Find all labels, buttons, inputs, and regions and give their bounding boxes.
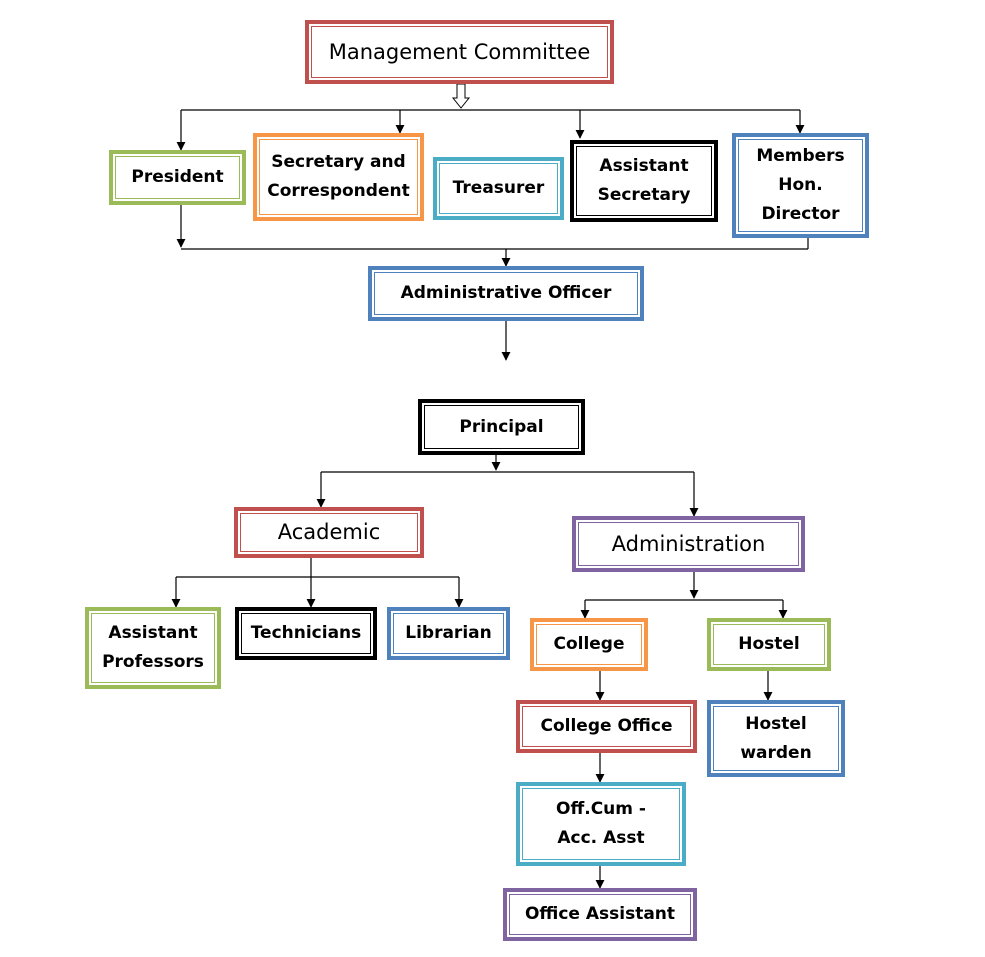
node-principal: Principal <box>418 399 585 455</box>
node-label: Hostel <box>738 634 800 654</box>
node-label: College <box>553 634 625 654</box>
node-secretary-and-correspondent: Secretary and Correspondent <box>253 133 424 221</box>
node-label: Administrative Officer <box>400 283 612 303</box>
node-label: Principal <box>459 416 544 437</box>
node-management-committee: Management Committee <box>305 20 614 84</box>
hollow-arrow <box>451 83 471 109</box>
node-label: Assistant Professors <box>102 623 204 672</box>
node-label: College Office <box>540 716 673 736</box>
node-hostel-warden: Hostel warden <box>707 700 845 777</box>
node-label: Hostel warden <box>740 713 812 763</box>
node-assistant-secretary: Assistant Secretary <box>570 140 718 222</box>
node-off-cum-acc-asst: Off.Cum - Acc. Asst <box>516 782 686 866</box>
node-label: Technicians <box>250 623 362 643</box>
node-label: Office Assistant <box>524 904 676 924</box>
node-label: Treasurer <box>452 178 545 198</box>
node-college-office: College Office <box>516 700 697 753</box>
node-label: Members Hon. Director <box>756 146 845 224</box>
node-label: President <box>131 167 224 187</box>
node-assistant-professors: Assistant Professors <box>85 607 221 689</box>
node-label: Librarian <box>405 623 492 643</box>
node-hostel: Hostel <box>707 618 831 671</box>
node-treasurer: Treasurer <box>433 157 564 220</box>
node-label: Academic <box>277 520 381 544</box>
node-office-assistant: Office Assistant <box>503 888 697 941</box>
node-label: Administration <box>611 531 766 556</box>
node-label: Assistant Secretary <box>597 156 691 205</box>
node-librarian: Librarian <box>387 607 510 660</box>
node-administration: Administration <box>572 516 805 572</box>
node-college: College <box>530 618 648 671</box>
node-president: President <box>109 150 246 205</box>
node-label: Secretary and Correspondent <box>267 152 410 201</box>
node-administrative-officer: Administrative Officer <box>368 266 644 321</box>
node-label: Off.Cum - Acc. Asst <box>556 799 646 848</box>
node-label: Management Committee <box>328 39 591 64</box>
node-academic: Academic <box>234 507 424 558</box>
node-technicians: Technicians <box>235 607 377 660</box>
node-members-hon-director: Members Hon. Director <box>732 133 869 238</box>
